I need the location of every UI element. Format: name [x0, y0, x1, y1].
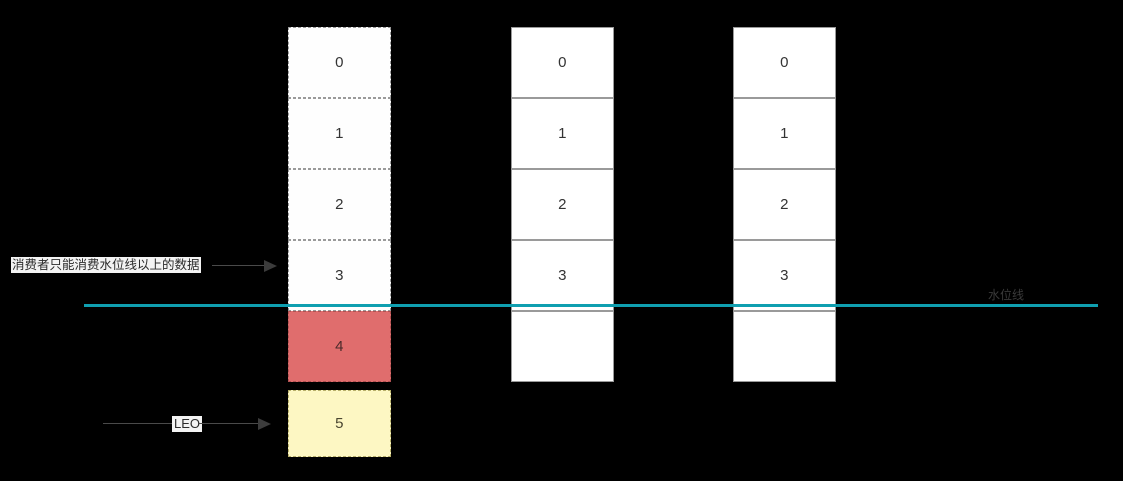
cell-follower1-0: 0 — [511, 27, 614, 98]
cell-leader-2: 2 — [288, 169, 391, 240]
cell-leader-1: 1 — [288, 98, 391, 169]
leo-arrow-line-right — [199, 423, 261, 425]
cell-follower2-4-empty — [733, 311, 836, 382]
cell-follower2-1: 1 — [733, 98, 836, 169]
cell-follower1-4-empty — [511, 311, 614, 382]
leo-arrow-line-left — [103, 423, 175, 425]
cell-leader-0: 0 — [288, 27, 391, 98]
consumer-note-arrow-head-icon — [264, 260, 277, 272]
leo-arrow-head-icon — [258, 418, 271, 430]
cell-follower1-2: 2 — [511, 169, 614, 240]
cell-follower2-3: 3 — [733, 240, 836, 311]
cell-leader-4-red: 4 — [288, 311, 391, 382]
cell-follower1-3: 3 — [511, 240, 614, 311]
cell-leader-3: 3 — [288, 240, 391, 311]
cell-follower2-0: 0 — [733, 27, 836, 98]
leo-label: LEO — [172, 416, 203, 432]
cell-follower2-2: 2 — [733, 169, 836, 240]
cell-follower1-1: 1 — [511, 98, 614, 169]
consumer-note-label: 消费者只能消费水位线以上的数据 — [11, 257, 201, 273]
waterline-label: 水位线 — [988, 288, 1025, 302]
consumer-note-arrow-line — [212, 265, 266, 267]
cell-leader-5-yellow: 5 — [288, 390, 391, 457]
waterline — [84, 304, 1098, 307]
